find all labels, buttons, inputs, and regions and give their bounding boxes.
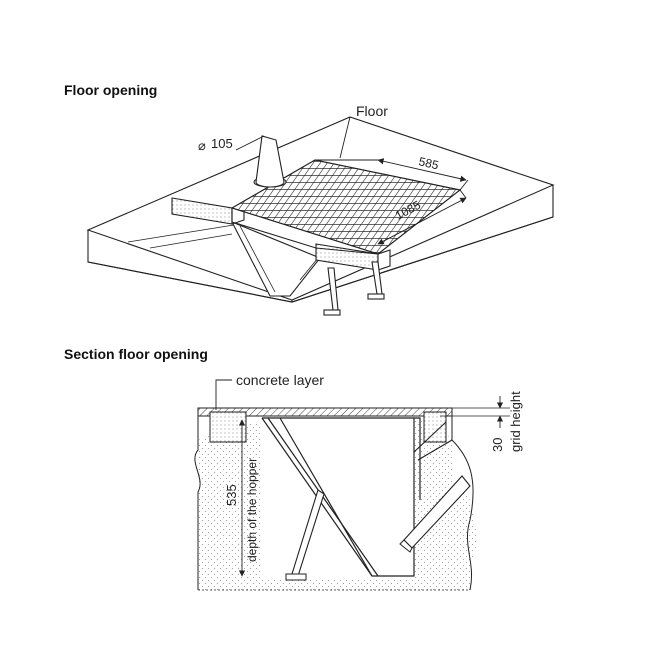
section-floor-opening-title: Section floor opening (64, 346, 208, 362)
section-view (194, 379, 510, 591)
width-dimension-label: 585 (417, 154, 440, 172)
floor-opening-title: Floor opening (64, 82, 158, 98)
floor-label: Floor (356, 103, 388, 119)
slab-cut-edges (171, 197, 391, 271)
dimensions-isometric (235, 116, 469, 245)
support-legs (323, 261, 385, 316)
hopper-isometric (230, 220, 321, 297)
diameter-label: 105 (211, 136, 233, 151)
grid-height-value: 30 (490, 438, 505, 452)
grid-height-label: grid height (508, 391, 523, 452)
depth-value-label: 535 (224, 484, 239, 506)
concrete-layer-label: concrete layer (236, 372, 324, 388)
pipe (253, 135, 287, 188)
diameter-symbol: ⌀ (198, 138, 206, 153)
depth-hopper-label: depth of the hopper (245, 458, 259, 562)
